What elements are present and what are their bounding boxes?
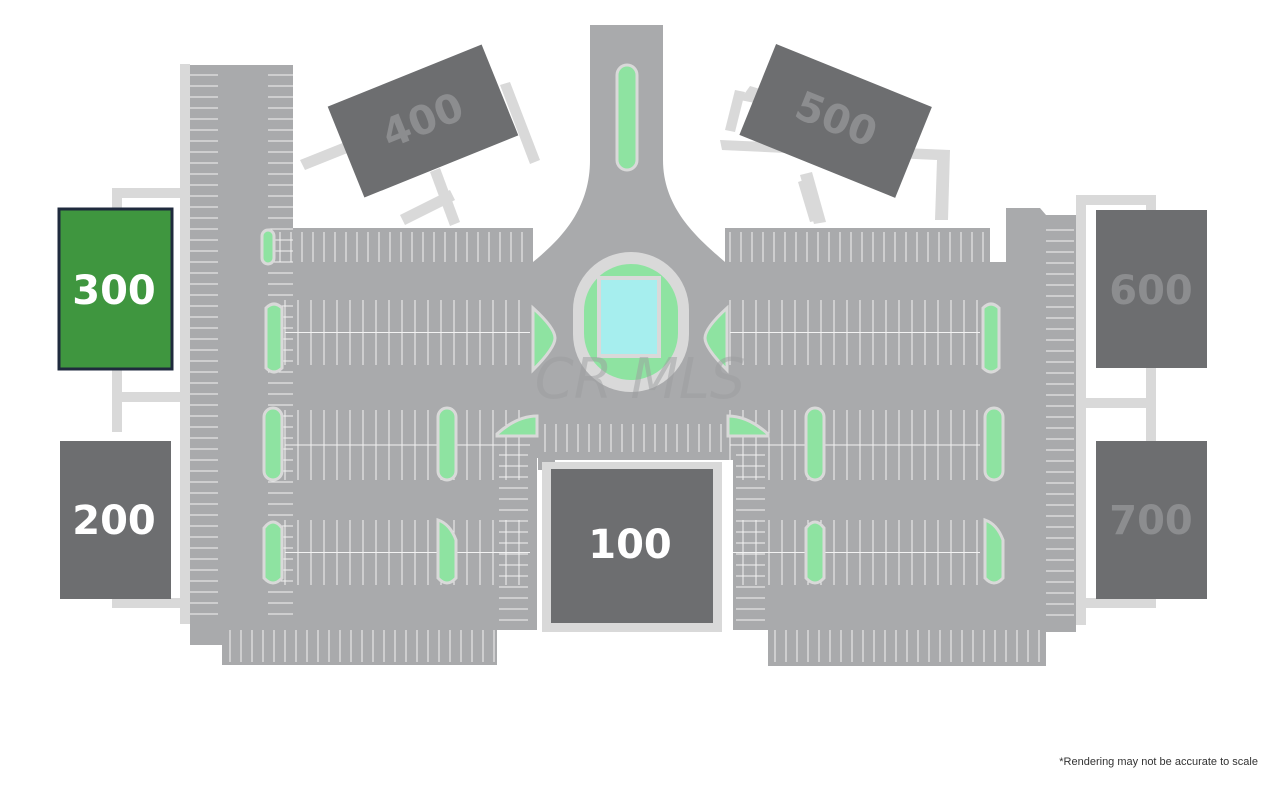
building-200[interactable]: 200 xyxy=(60,441,171,599)
scale-disclaimer: *Rendering may not be accurate to scale xyxy=(1059,756,1258,768)
building-300-label: 300 xyxy=(72,268,156,314)
building-500[interactable]: 500 xyxy=(739,44,932,198)
roundabout xyxy=(573,252,689,392)
walkways xyxy=(112,64,1156,625)
building-700[interactable]: 700 xyxy=(1096,441,1207,599)
building-400[interactable]: 400 xyxy=(327,44,519,198)
building-200-label: 200 xyxy=(72,498,156,544)
building-600[interactable]: 600 xyxy=(1096,210,1207,368)
svg-text:CR MLS: CR MLS xyxy=(535,347,746,412)
building-700-label: 700 xyxy=(1109,498,1193,544)
watermark: CR MLS xyxy=(535,347,746,412)
fountain xyxy=(597,276,661,358)
landscape-islands xyxy=(260,63,1005,585)
building-600-label: 600 xyxy=(1109,268,1193,314)
building-100-label: 100 xyxy=(588,522,672,568)
building-100[interactable]: 100 xyxy=(542,462,722,632)
building-300[interactable]: 300 xyxy=(57,207,174,371)
